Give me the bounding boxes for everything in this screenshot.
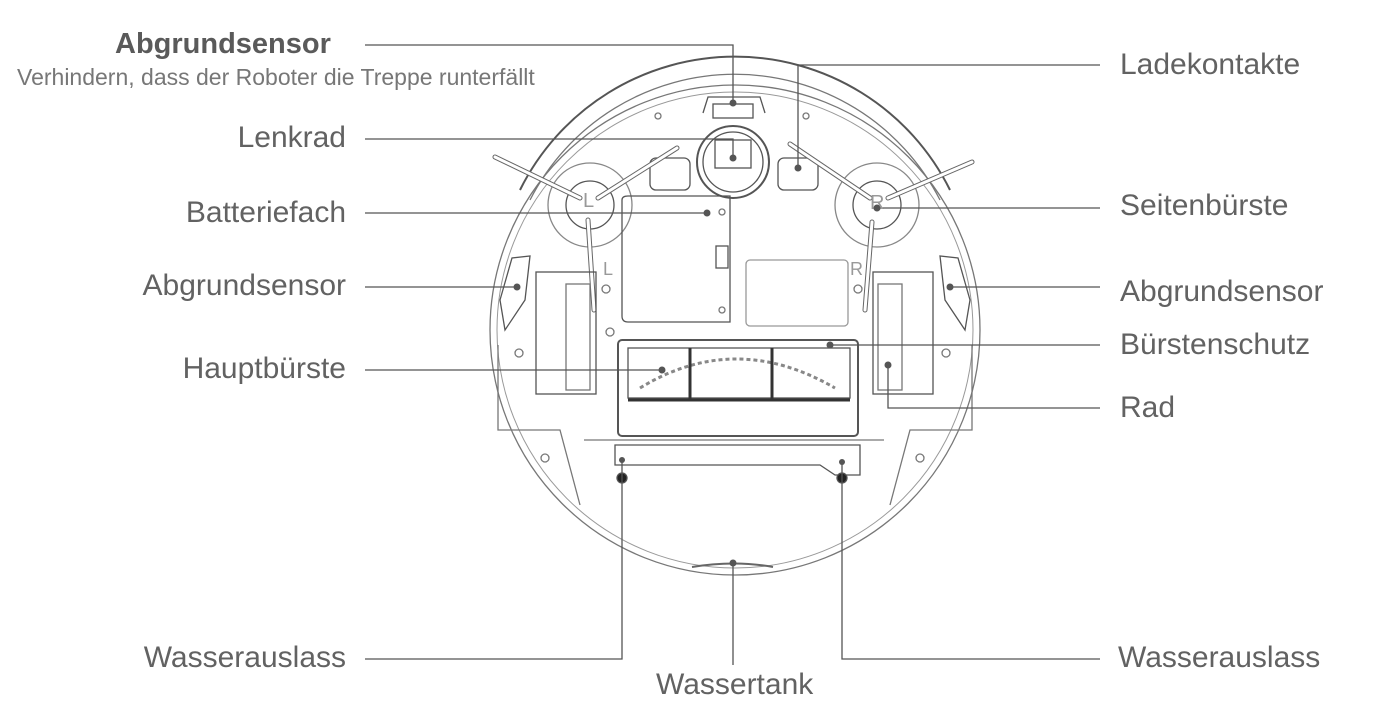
chassis-edge-left: [497, 345, 581, 506]
chassis-edge-right: [889, 345, 973, 506]
main-brush-bristles: [639, 357, 836, 390]
cliff-sensor-subtitle: Verhindern, dass der Roboter die Treppe …: [17, 64, 535, 90]
label-abgrundsensor-right: Abgrundsensor: [1120, 275, 1324, 308]
battery-icon: [715, 245, 729, 269]
main-brush: [627, 347, 851, 399]
left-wheel: [535, 271, 597, 395]
left-cliff-sensor-holder: [499, 255, 531, 332]
right-side-brush-hub: [852, 180, 902, 230]
label-ladekontakte: Ladekontakte: [1120, 48, 1301, 81]
front-cliff-sensor: [702, 96, 766, 114]
label-rad: Rad: [1120, 391, 1176, 424]
label-batteriefach: Batteriefach: [185, 196, 346, 229]
right-brush-mark: R: [870, 192, 885, 214]
robot-inner-ring: [496, 91, 974, 569]
right-cliff-sensor-holder: [939, 255, 971, 332]
right-side-brush-housing: [834, 162, 920, 248]
label-wassertank: Wassertank: [656, 668, 814, 701]
caster-wheel: [696, 125, 770, 199]
left-brush-mark: L: [583, 190, 595, 212]
leader-lines: [365, 44, 1100, 665]
robot-outer-ring: [489, 84, 981, 576]
water-tank-plate: [614, 444, 861, 476]
right-mark: R: [850, 259, 863, 279]
battery-compartment: [621, 195, 731, 323]
label-buerstenschutz: Bürstenschutz: [1120, 328, 1311, 361]
leader-dots: [513, 99, 954, 567]
cliff-sensor-title: Abgrundsensor: [115, 28, 331, 60]
brush-guard: [617, 339, 859, 437]
charge-contact-left: [649, 157, 691, 191]
label-lenkrad: Lenkrad: [237, 121, 346, 154]
label-wasserauslass-right: Wasserauslass: [1118, 641, 1321, 674]
right-wheel-tread: [877, 283, 903, 391]
label-plate: [745, 259, 849, 327]
right-wheel: [872, 271, 934, 395]
caster-wheel-inner: [702, 131, 764, 193]
label-seitenbuerste: Seitenbürste: [1120, 189, 1289, 222]
left-wheel-tread: [565, 283, 591, 391]
label-abgrundsensor-left: Abgrundsensor: [142, 269, 346, 302]
screws: [514, 112, 951, 463]
bumper: [519, 55, 951, 191]
left-mark: L: [603, 259, 614, 279]
side-brush-arm-highlights: [493, 142, 974, 312]
label-hauptbuerste: Hauptbürste: [182, 352, 346, 385]
label-wasserauslass-left: Wasserauslass: [143, 641, 346, 674]
